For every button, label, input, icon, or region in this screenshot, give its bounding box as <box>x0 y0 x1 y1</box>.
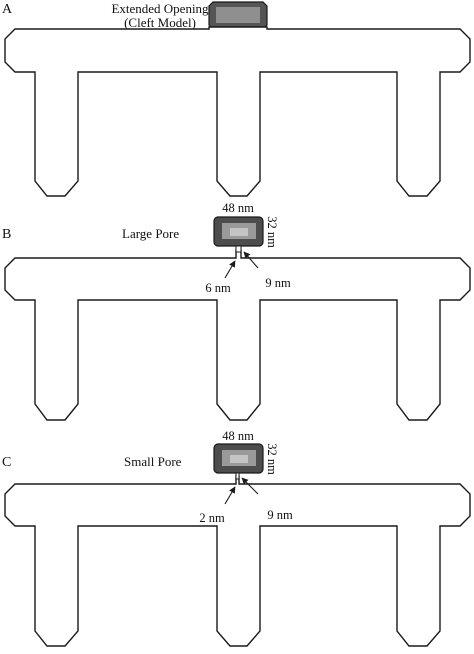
panel-c-pore-width-label: 48 nm <box>222 429 254 443</box>
extended-opening-block <box>208 1 268 30</box>
panel-c-letter: C <box>2 455 11 470</box>
panel-a-title-line-2: (Cleft Model) <box>124 15 196 30</box>
panel-c-cell-outline <box>4 475 471 647</box>
panel-b-letter: B <box>2 227 11 242</box>
panel-b-neck-width-arrow <box>224 260 236 279</box>
panel-c-pore-height-label: 32 nm <box>265 443 279 475</box>
panel-b-cell-outline <box>4 249 471 421</box>
panel-a-cell-outline <box>4 26 471 197</box>
small-pore-chamber <box>213 443 264 474</box>
panel-a-title-line-1: Extended Opening <box>111 1 209 16</box>
panel-a: A Extended Opening (Cleft Model) <box>2 1 471 197</box>
panel-b-title: Large Pore <box>122 226 179 241</box>
small-pore-neck <box>235 472 240 480</box>
panel-c-neck-length-arrow <box>241 477 259 495</box>
panel-b-pore-width-label: 48 nm <box>222 201 254 215</box>
panel-c-title: Small Pore <box>124 454 182 469</box>
panel-b-pore-height-label: 32 nm <box>265 216 279 248</box>
panel-c: C Small Pore 48 nm 32 nm 2 nm 9 nm <box>2 429 471 647</box>
panel-b-neck-length-arrow <box>243 251 259 269</box>
panel-b-neck-width-label: 6 nm <box>205 281 231 295</box>
panel-a-letter: A <box>2 2 13 17</box>
panel-c-neck-width-arrow <box>224 486 236 505</box>
large-pore-chamber <box>213 216 264 247</box>
panel-b-neck-length-label: 9 nm <box>265 276 291 290</box>
panel-b: B Large Pore 48 nm 32 nm 6 nm 9 nm <box>2 201 471 421</box>
large-pore-neck <box>235 245 242 253</box>
panel-c-neck-width-label: 2 nm <box>199 511 225 525</box>
panel-c-neck-length-label: 9 nm <box>267 508 293 522</box>
